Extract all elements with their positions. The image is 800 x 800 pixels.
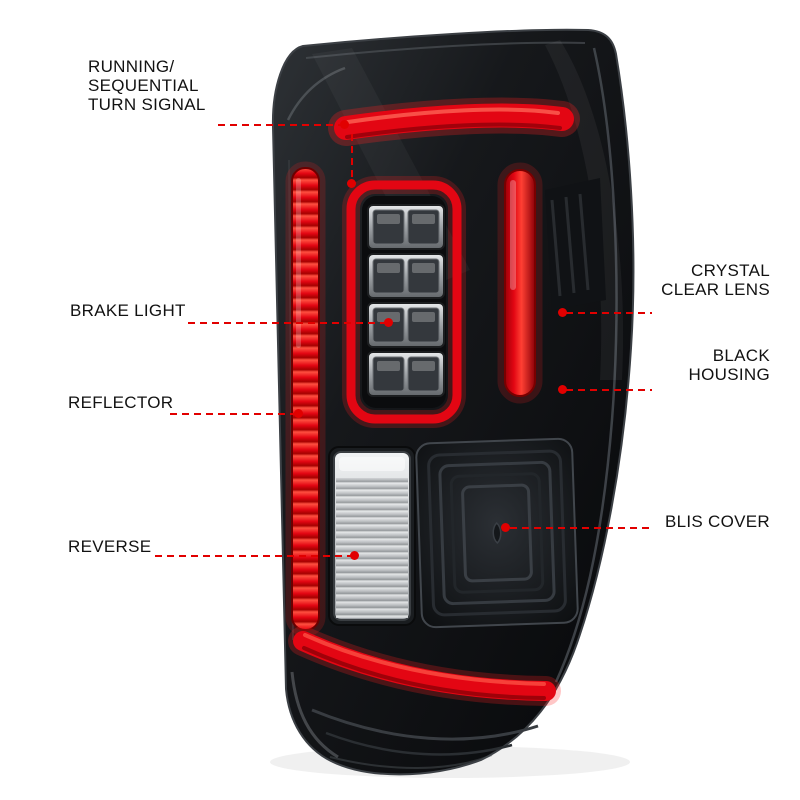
led-row xyxy=(367,204,445,250)
led-row xyxy=(367,302,445,348)
callout-crystal-clear-lens: CRYSTAL CLEAR LENS xyxy=(661,261,770,299)
callout-blis-cover-line: BLIS COVER xyxy=(664,512,770,531)
leader-line-black-housing xyxy=(566,389,652,391)
leader-dot-reflector xyxy=(294,409,303,418)
leader-line-turn-signal xyxy=(218,124,346,126)
turn-signal-light-bar xyxy=(328,97,580,146)
callout-crystal-clear-lens-line: CRYSTAL xyxy=(691,261,770,280)
callout-reflector-line: REFLECTOR xyxy=(68,393,174,412)
callout-reverse-line: REVERSE xyxy=(68,537,152,556)
callout-reflector: REFLECTOR xyxy=(68,393,173,412)
callout-turn-signal-line: SEQUENTIAL xyxy=(88,76,199,95)
leader-dot-turn-signal-bar xyxy=(340,120,349,129)
callout-black-housing-line: HOUSING xyxy=(688,365,770,384)
brake-light-leds xyxy=(342,176,466,428)
leader-line-reflector xyxy=(170,413,296,415)
callout-turn-signal: RUNNING/ SEQUENTIAL TURN SIGNAL xyxy=(88,57,206,114)
blis-cover xyxy=(415,437,579,629)
callout-crystal-clear-lens-line: CLEAR LENS xyxy=(661,280,770,299)
leader-line-turn-signal-vertical xyxy=(351,134,353,180)
callout-black-housing: BLACK HOUSING xyxy=(689,346,770,384)
callout-blis-cover: BLIS COVER xyxy=(665,512,770,531)
leader-dot-reverse xyxy=(350,551,359,560)
reflector-strip xyxy=(285,161,326,637)
leader-line-blis-cover xyxy=(510,527,652,529)
reverse-light xyxy=(328,446,416,626)
leader-line-crystal-clear-lens xyxy=(566,312,652,314)
callout-brake-light: BRAKE LIGHT xyxy=(70,301,186,320)
bottom-light-bar xyxy=(288,626,561,706)
callout-brake-light-line: BRAKE LIGHT xyxy=(70,301,186,320)
leader-dot-crystal-clear-lens xyxy=(558,308,567,317)
leader-dot-brake-light xyxy=(384,318,393,327)
leader-dot-blis-cover xyxy=(501,523,510,532)
leader-dot-turn-signal-led xyxy=(347,179,356,188)
led-row xyxy=(367,253,445,299)
leader-dot-black-housing xyxy=(558,385,567,394)
callout-reverse: REVERSE xyxy=(68,537,151,556)
side-marker-light-bar xyxy=(497,162,543,404)
callout-black-housing-line: BLACK xyxy=(712,346,770,365)
leader-line-reverse xyxy=(155,555,352,557)
callout-turn-signal-line: RUNNING/ xyxy=(88,57,175,76)
callout-turn-signal-line: TURN SIGNAL xyxy=(88,95,206,114)
leader-line-brake-light xyxy=(188,322,386,324)
led-row xyxy=(367,351,445,397)
